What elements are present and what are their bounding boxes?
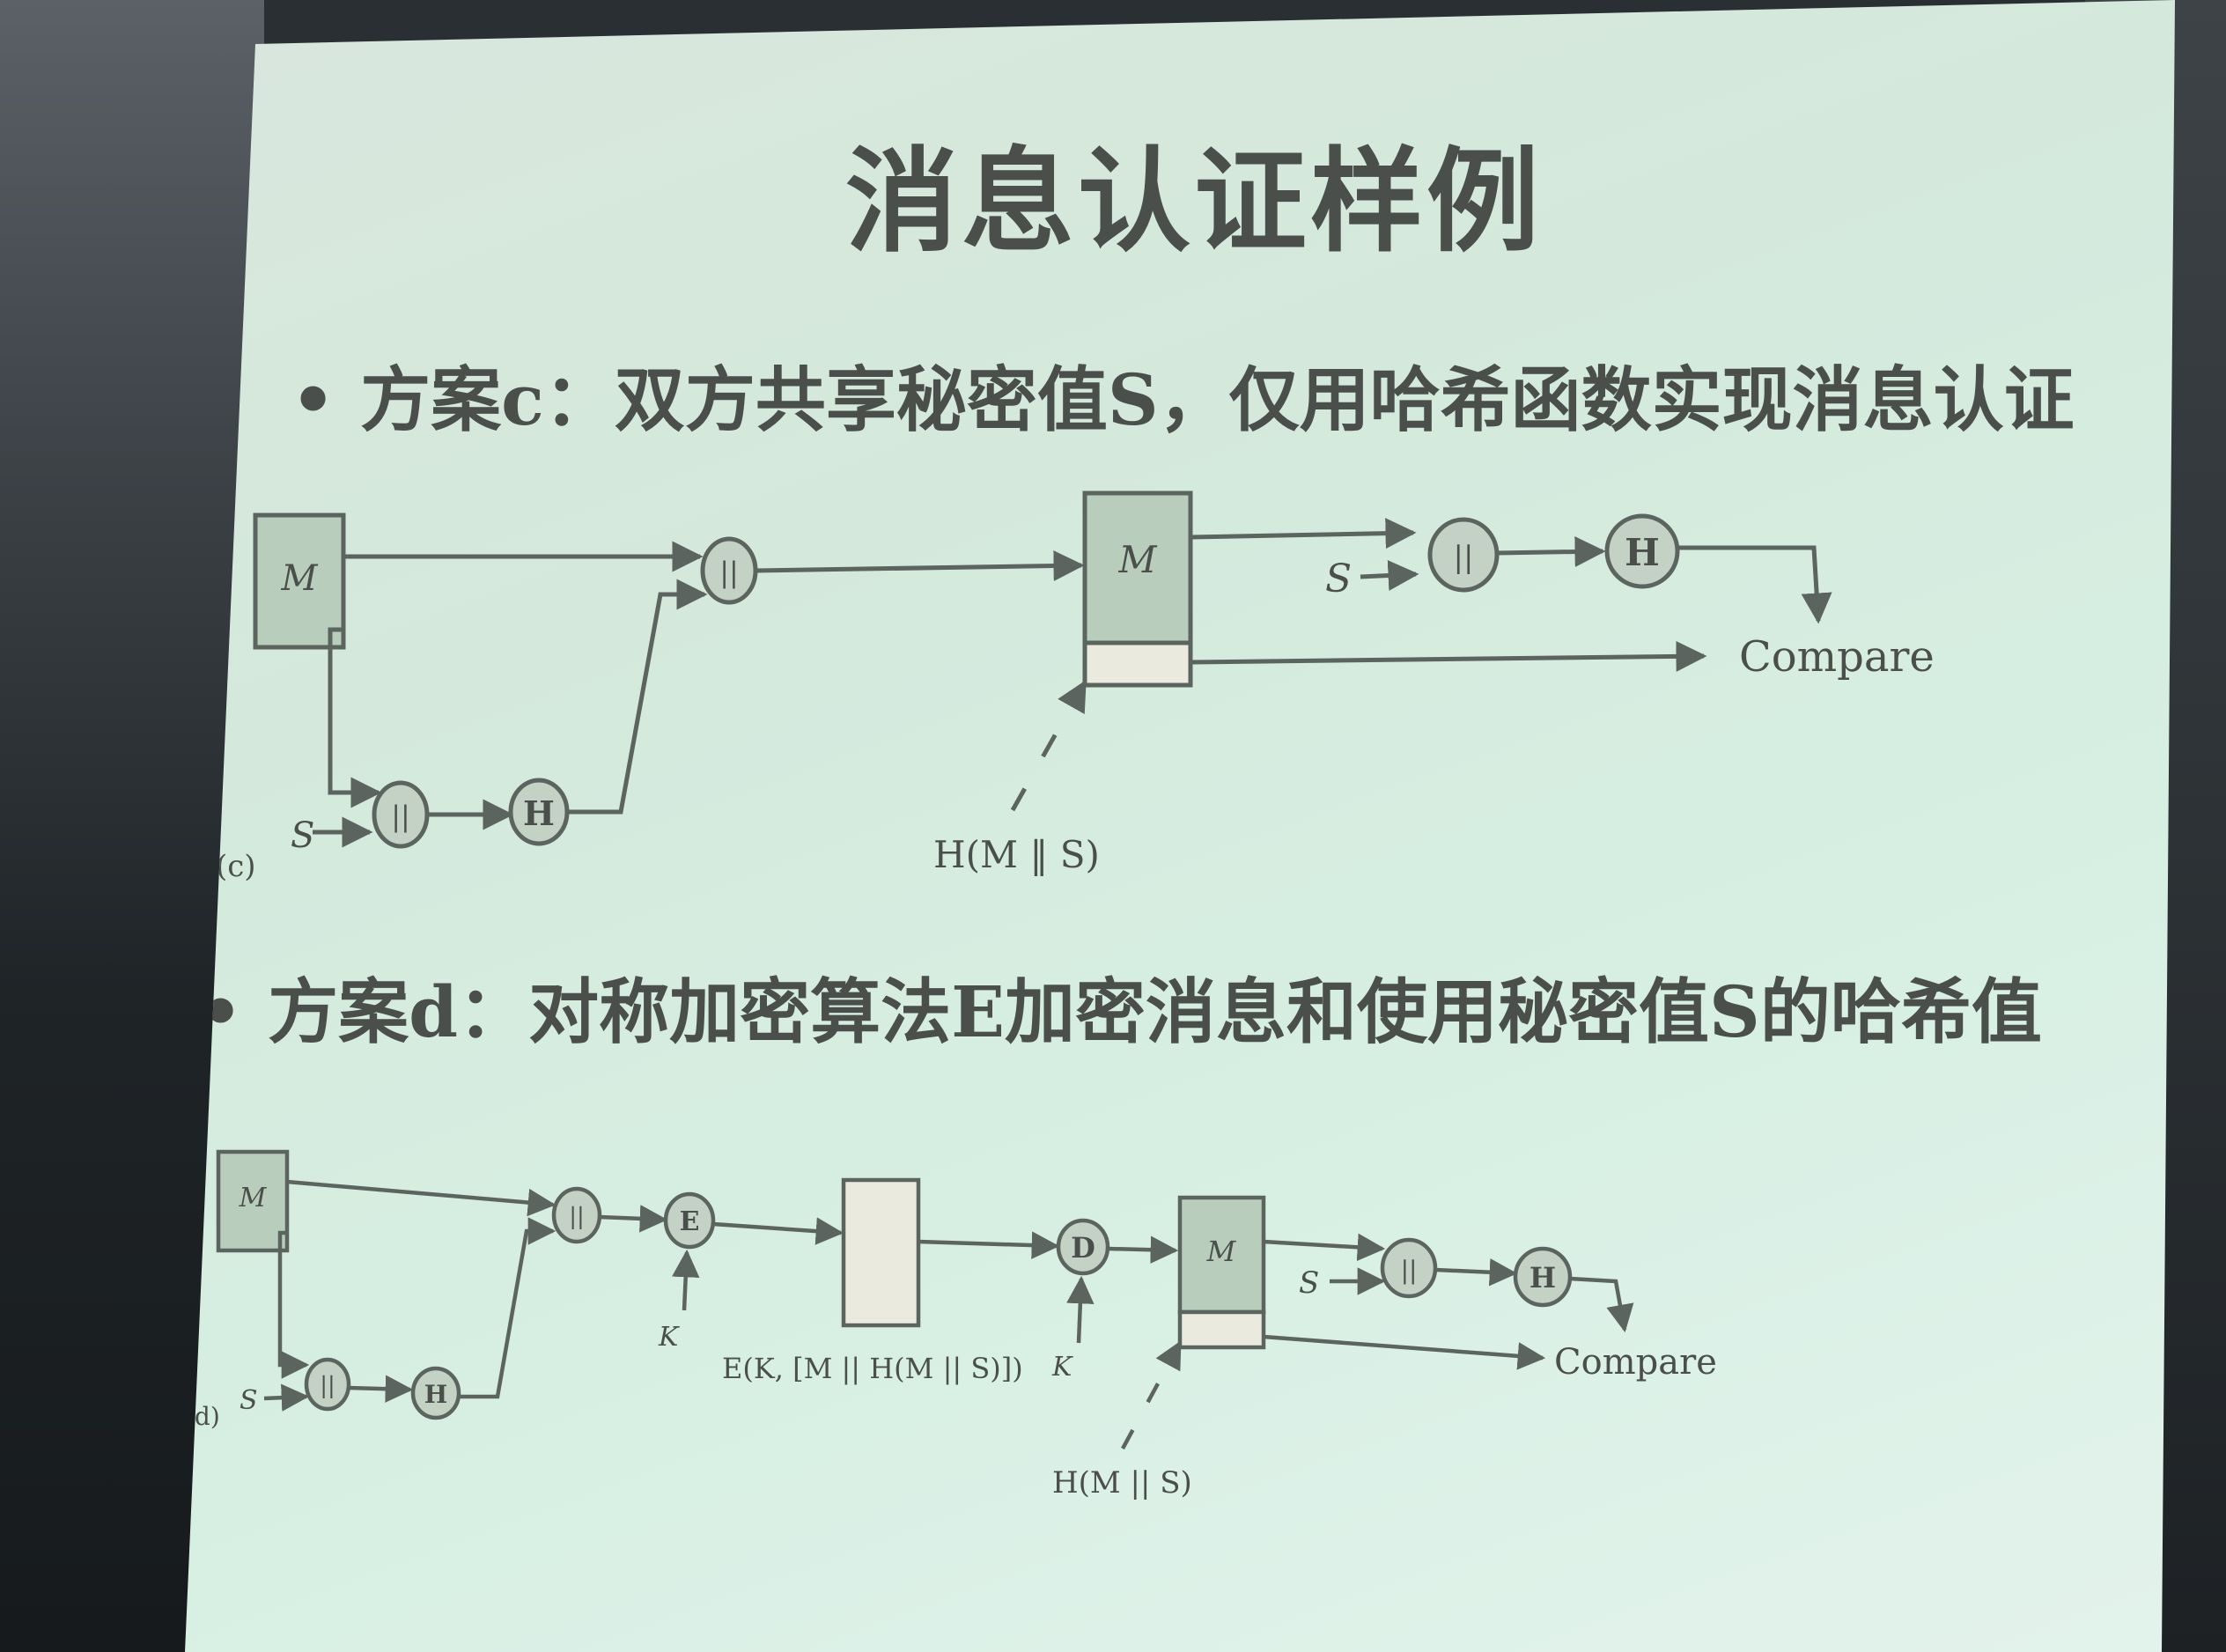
slide-title: 消息认证样例 (845, 136, 1544, 268)
arrow-to-receiver (1107, 1235, 1179, 1265)
label-secret: S (1325, 557, 1352, 601)
arrow-concat-to-encrypt (599, 1205, 668, 1233)
label-concat: || (391, 800, 410, 833)
concat-node (1380, 1237, 1438, 1299)
label-hash: H (1529, 1261, 1556, 1294)
label-secret: S (240, 1385, 258, 1416)
label-hash-value: H(M || S) (1052, 1465, 1192, 1501)
label-m: M (1117, 538, 1157, 581)
arrow-m-to-concat (286, 1179, 556, 1217)
bullet-dot: • (291, 358, 336, 441)
arrow-to-receiver (755, 550, 1085, 582)
arrow-m-to-concat (1190, 518, 1417, 549)
bullet-scheme-c: • 方案c：双方共享秘密值S，仅用哈希函数实现消息认证 (291, 343, 2075, 446)
arrow-key-to-encrypt (671, 1249, 700, 1311)
label-decrypt: D (1071, 1231, 1095, 1265)
arrow-concat-to-hash (348, 1375, 414, 1403)
concat-node (1427, 517, 1500, 593)
received-hash-tag (1177, 1309, 1266, 1350)
diagram-d (216, 1149, 1634, 1450)
label-concat: || (569, 1204, 585, 1230)
arrow-tag-to-compare (1263, 1334, 1546, 1370)
diagram-c (253, 490, 1832, 849)
arrow-cipher-to-decrypt (918, 1231, 1060, 1259)
bullet-text: 方案c：双方共享秘密值S，仅用哈希函数实现消息认证 (360, 358, 2075, 441)
arrow-key-to-decrypt (1066, 1275, 1095, 1344)
label-m: M (281, 558, 319, 599)
arrow-concat-to-hash (1496, 536, 1606, 568)
received-message-box (1177, 1195, 1266, 1315)
arrow-tag-to-compare (1190, 640, 1707, 672)
encrypt-node (663, 1191, 716, 1250)
received-message-box (1082, 490, 1193, 645)
label-secret: S (291, 815, 314, 856)
label-m: M (1206, 1235, 1237, 1268)
received-hash-tag (1082, 640, 1193, 688)
message-box (253, 513, 346, 650)
arrow-s-to-concat (263, 1383, 310, 1412)
ciphertext-box (841, 1177, 921, 1328)
arrow-hash-to-compare (1677, 545, 1832, 624)
arrow-m-to-lower-concat (277, 1230, 310, 1379)
arrow-concat-to-hash (1434, 1258, 1518, 1287)
label-concat: || (1401, 1256, 1418, 1285)
hash-node (410, 1366, 461, 1420)
arrow-hash-to-compare (1569, 1276, 1634, 1333)
diagram-d-labels: M || H || E D M || H S S K K E(K, [M || … (185, 1183, 1717, 1501)
label-concat: || (320, 1373, 335, 1399)
concat-node (551, 1186, 602, 1244)
hash-node (1604, 513, 1680, 589)
label-concat: || (1454, 540, 1474, 575)
arrow-s-to-concat (1360, 560, 1419, 591)
hash-label-pointer (1010, 679, 1087, 812)
label-compare: Compare (1554, 1342, 1717, 1383)
label-encrypt: E (680, 1206, 700, 1237)
diagram-caption: (c) (216, 849, 256, 884)
label-concat: || (719, 556, 739, 589)
hash-node (1513, 1246, 1573, 1308)
arrow-hash-to-concat (459, 1217, 556, 1399)
bullet-scheme-d: •方案d：对称加密算法E加密消息和使用秘密值S的哈希值 (198, 955, 2042, 1058)
hash-label-pointer (1121, 1340, 1182, 1450)
arrow-m-to-lower-concat (328, 627, 382, 808)
message-box (216, 1149, 290, 1253)
bullet-text: 方案d：对称加密算法E加密消息和使用秘密值S的哈希值 (268, 970, 2042, 1053)
concat-node (304, 1357, 351, 1412)
label-hash-value: H(M ‖ S) (933, 833, 1100, 876)
arrow-encrypt-to-cipher (712, 1217, 844, 1245)
label-compare: Compare (1739, 632, 1935, 682)
label-secret: S (1299, 1265, 1319, 1301)
diagram-c-labels: M || H || M || H S S Compare H(M ‖ S) (c… (216, 531, 1935, 884)
decrypt-node (1056, 1218, 1110, 1276)
label-hash: H (1625, 531, 1660, 574)
label-key: K (1051, 1352, 1073, 1383)
arrow-hash-to-concat (567, 579, 708, 815)
arrow-m-to-concat (1263, 1233, 1386, 1262)
label-hash: H (523, 793, 555, 833)
label-hash: H (424, 1380, 447, 1409)
label-key: K (658, 1322, 680, 1353)
label-m: M (239, 1183, 268, 1213)
label-ciphertext: E(K, [M || H(M || S)]) (722, 1352, 1023, 1385)
